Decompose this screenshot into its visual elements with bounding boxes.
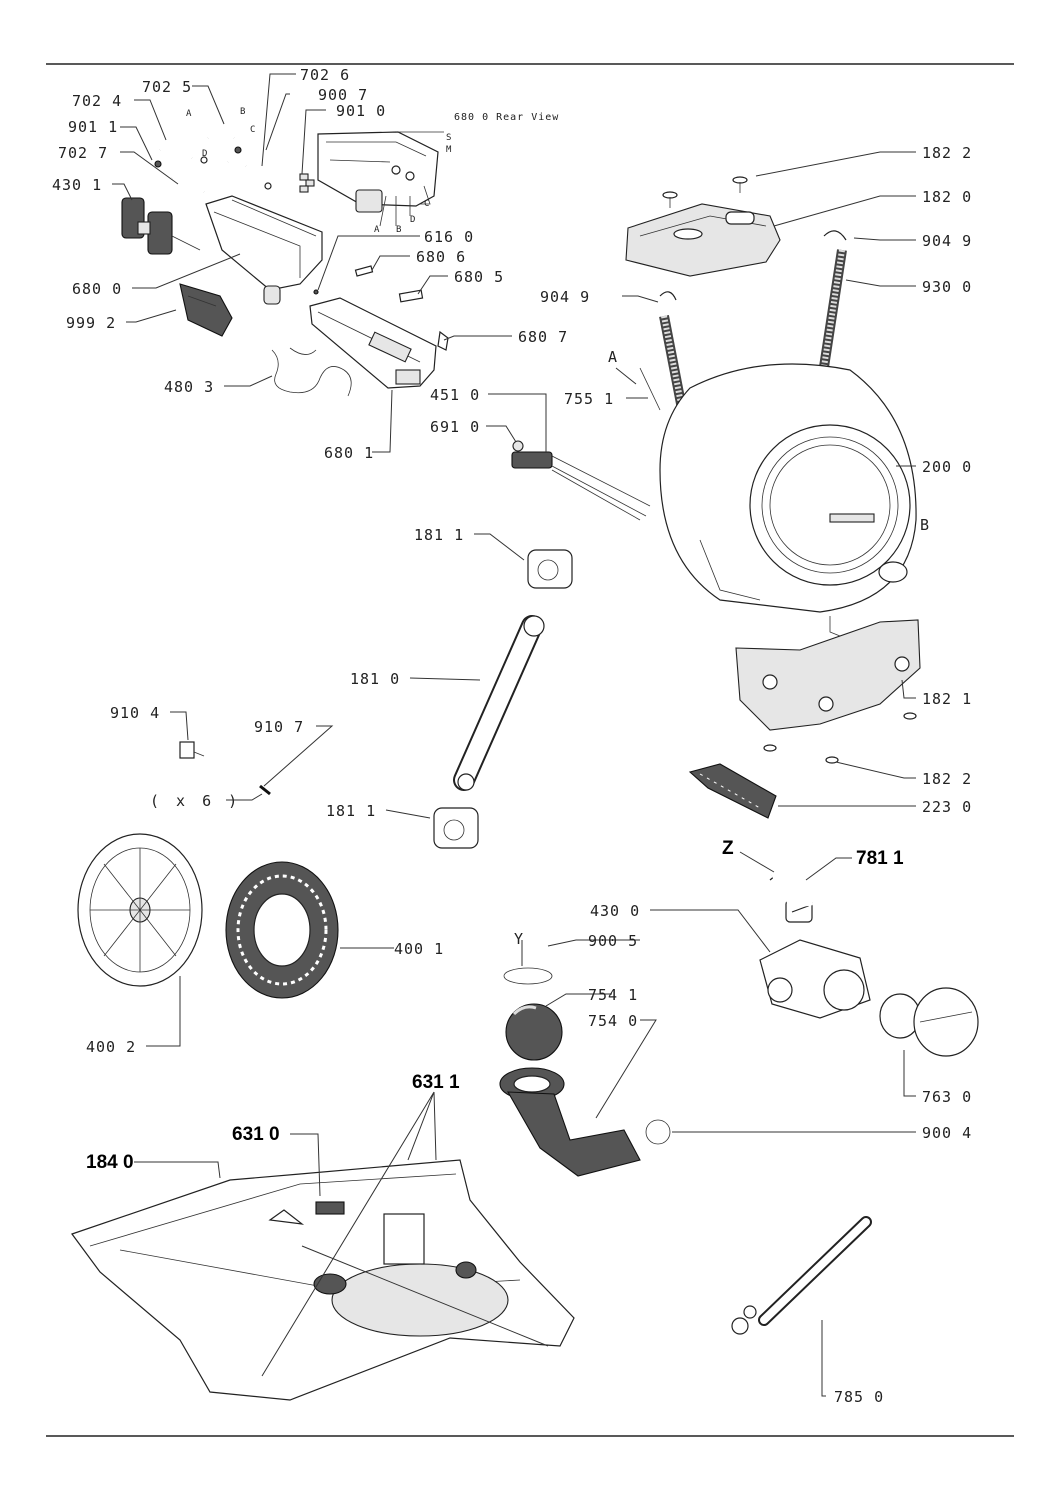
label-910-4: 910 4	[110, 704, 160, 722]
label-763-0: 763 0	[922, 1088, 972, 1106]
tub-drawing: B Y	[639, 363, 930, 650]
letter-d-rear: D	[410, 215, 415, 225]
label-910-7: 910 7	[254, 718, 304, 736]
letter-b: B	[240, 107, 245, 117]
label-480-3: 480 3	[164, 378, 214, 396]
dispenser-rear-view-drawing: S M C D B A	[317, 131, 452, 235]
letter-s: S	[446, 133, 451, 143]
letter-a-pin: A	[608, 348, 618, 366]
pump-filter-drawing	[879, 987, 979, 1057]
letter-b-tub: B	[920, 516, 930, 534]
label-900-4: 900 4	[922, 1124, 972, 1142]
label-680-7: 680 7	[518, 328, 568, 346]
base-tray-drawing	[71, 1159, 575, 1401]
letter-d: D	[202, 149, 207, 159]
label-400-1: 400 1	[394, 940, 444, 958]
wiring-harness-drawing	[271, 347, 352, 397]
label-631-1: 631 1	[412, 1072, 460, 1093]
letter-a: A	[186, 109, 192, 119]
label-182-2-bottom: 182 2	[922, 770, 972, 788]
drain-pump-drawing	[759, 872, 871, 1019]
heater-drawing	[511, 440, 651, 521]
inlet-hose-drawing	[731, 1216, 872, 1335]
letter-m: M	[446, 145, 452, 155]
label-631-0: 631 0	[232, 1124, 280, 1145]
label-702-7: 702 7	[58, 144, 108, 162]
clips-drawing	[299, 173, 315, 193]
label-multiplier: ( x 6 )	[150, 792, 241, 810]
label-400-2: 400 2	[86, 1038, 136, 1056]
letter-y-ring: Y	[514, 930, 524, 948]
label-702-4: 702 4	[72, 92, 122, 110]
hose-clamp-drawing	[645, 1119, 671, 1145]
label-680-6: 680 6	[416, 248, 466, 266]
counterweight-top-drawing	[625, 203, 781, 277]
damper-pins-drawing	[433, 549, 573, 849]
screws-top-drawing	[662, 176, 748, 208]
detergent-drawer-drawing	[309, 265, 449, 389]
label-184-0: 184 0	[86, 1152, 134, 1173]
label-781-1: 781 1	[856, 848, 904, 869]
motor-stator-drawing	[225, 861, 339, 999]
ball-valve-drawing	[503, 967, 563, 1061]
label-754-1: 754 1	[588, 986, 638, 1004]
letter-z: Z	[722, 838, 734, 859]
label-755-1: 755 1	[564, 390, 614, 408]
label-999-2: 999 2	[66, 314, 116, 332]
leader-multiplier	[226, 793, 263, 801]
letter-c-rear: C	[424, 199, 429, 209]
label-702-5: 702 5	[142, 78, 192, 96]
label-901-0: 901 0	[336, 102, 386, 120]
label-691-0: 691 0	[430, 418, 480, 436]
inlet-hoses-drawing: A B C D	[154, 107, 272, 194]
label-430-1: 430 1	[52, 176, 102, 194]
label-904-9-right: 904 9	[922, 232, 972, 250]
label-181-0: 181 0	[350, 670, 400, 688]
label-182-2-top: 182 2	[922, 144, 972, 162]
pulley-drawing	[77, 833, 203, 987]
label-930-0: 930 0	[922, 278, 972, 296]
label-901-1: 901 1	[68, 118, 118, 136]
label-200-0: 200 0	[922, 458, 972, 476]
label-785-0: 785 0	[834, 1388, 884, 1406]
label-680-1: 680 1	[324, 444, 374, 462]
inlet-valve-drawing	[121, 197, 201, 255]
label-616-0: 616 0	[424, 228, 474, 246]
rear-counterweight-drawing	[735, 619, 921, 731]
letter-c: C	[250, 125, 255, 135]
screws-bottom-drawing	[763, 712, 917, 764]
label-900-5: 900 5	[588, 932, 638, 950]
letter-a-rear: A	[374, 225, 380, 235]
leader-lines	[112, 73, 916, 1397]
label-181-1-top: 181 1	[414, 526, 464, 544]
dispenser-housing-drawing	[205, 195, 323, 305]
label-182-0: 182 0	[922, 188, 972, 206]
label-451-0: 451 0	[430, 386, 480, 404]
pulley-screws-drawing	[179, 741, 271, 796]
rear-view-note: 680 0 Rear View	[454, 112, 559, 123]
hose-elbow-drawing	[770, 868, 813, 913]
shock-absorber-drawing	[453, 615, 545, 791]
label-904-9-left: 904 9	[540, 288, 590, 306]
label-181-1-bottom: 181 1	[326, 802, 376, 820]
label-223-0: 223 0	[922, 798, 972, 816]
leader-a-pin	[615, 367, 637, 385]
label-430-0: 430 0	[590, 902, 640, 920]
label-754-0: 754 0	[588, 1012, 638, 1030]
drain-bellows-drawing	[499, 1067, 641, 1177]
letter-b-rear: B	[396, 225, 401, 235]
label-900-7: 900 7	[318, 86, 368, 104]
label-680-0: 680 0	[72, 280, 122, 298]
label-680-5: 680 5	[454, 268, 504, 286]
foam-pads-drawing	[688, 763, 777, 819]
control-bracket-drawing	[179, 283, 233, 337]
label-702-6: 702 6	[300, 66, 350, 84]
label-182-1: 182 1	[922, 690, 972, 708]
